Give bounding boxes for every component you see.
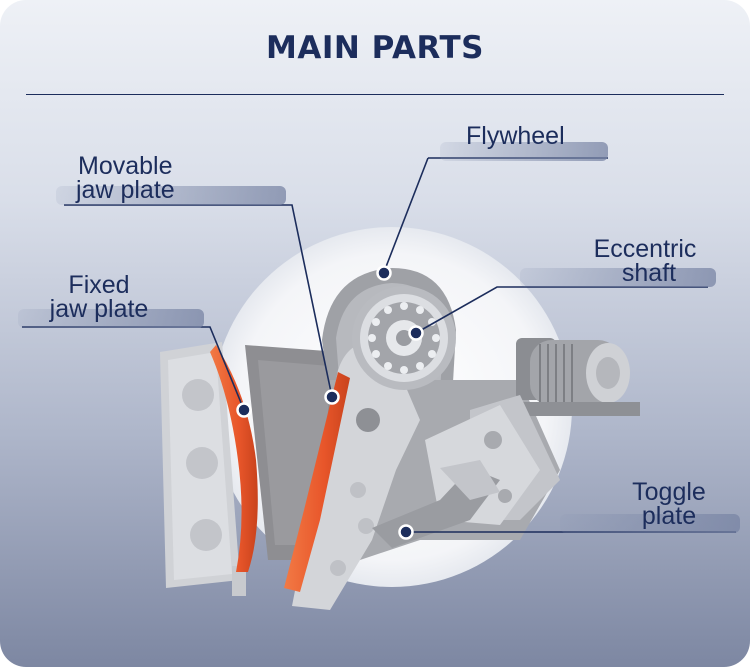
pitman bbox=[292, 343, 420, 610]
label-bar-fixed bbox=[18, 309, 204, 328]
label-eccentric-shaft: Eccentric shaft bbox=[593, 235, 697, 287]
movable-jaw-plate bbox=[284, 372, 350, 592]
title-divider bbox=[26, 94, 724, 95]
label-bar-movable bbox=[56, 186, 286, 205]
page-title: MAIN PARTS bbox=[266, 30, 484, 66]
label-fixed-jaw-plate: Fixed jaw plate bbox=[49, 271, 149, 323]
eccentric-shaft-assembly bbox=[352, 286, 456, 390]
label-bar-flywheel bbox=[440, 142, 608, 161]
label-bar-toggle bbox=[560, 514, 740, 533]
marker-dots bbox=[236, 265, 424, 540]
label-flywheel: Flywheel bbox=[466, 122, 565, 150]
fixed-jaw-plate bbox=[210, 345, 258, 572]
electric-motor bbox=[516, 338, 640, 416]
label-toggle-plate: Toggle plate bbox=[632, 478, 706, 530]
label-movable-jaw-plate: Movable jaw plate bbox=[76, 152, 175, 204]
label-bar-eccentric bbox=[520, 268, 716, 287]
